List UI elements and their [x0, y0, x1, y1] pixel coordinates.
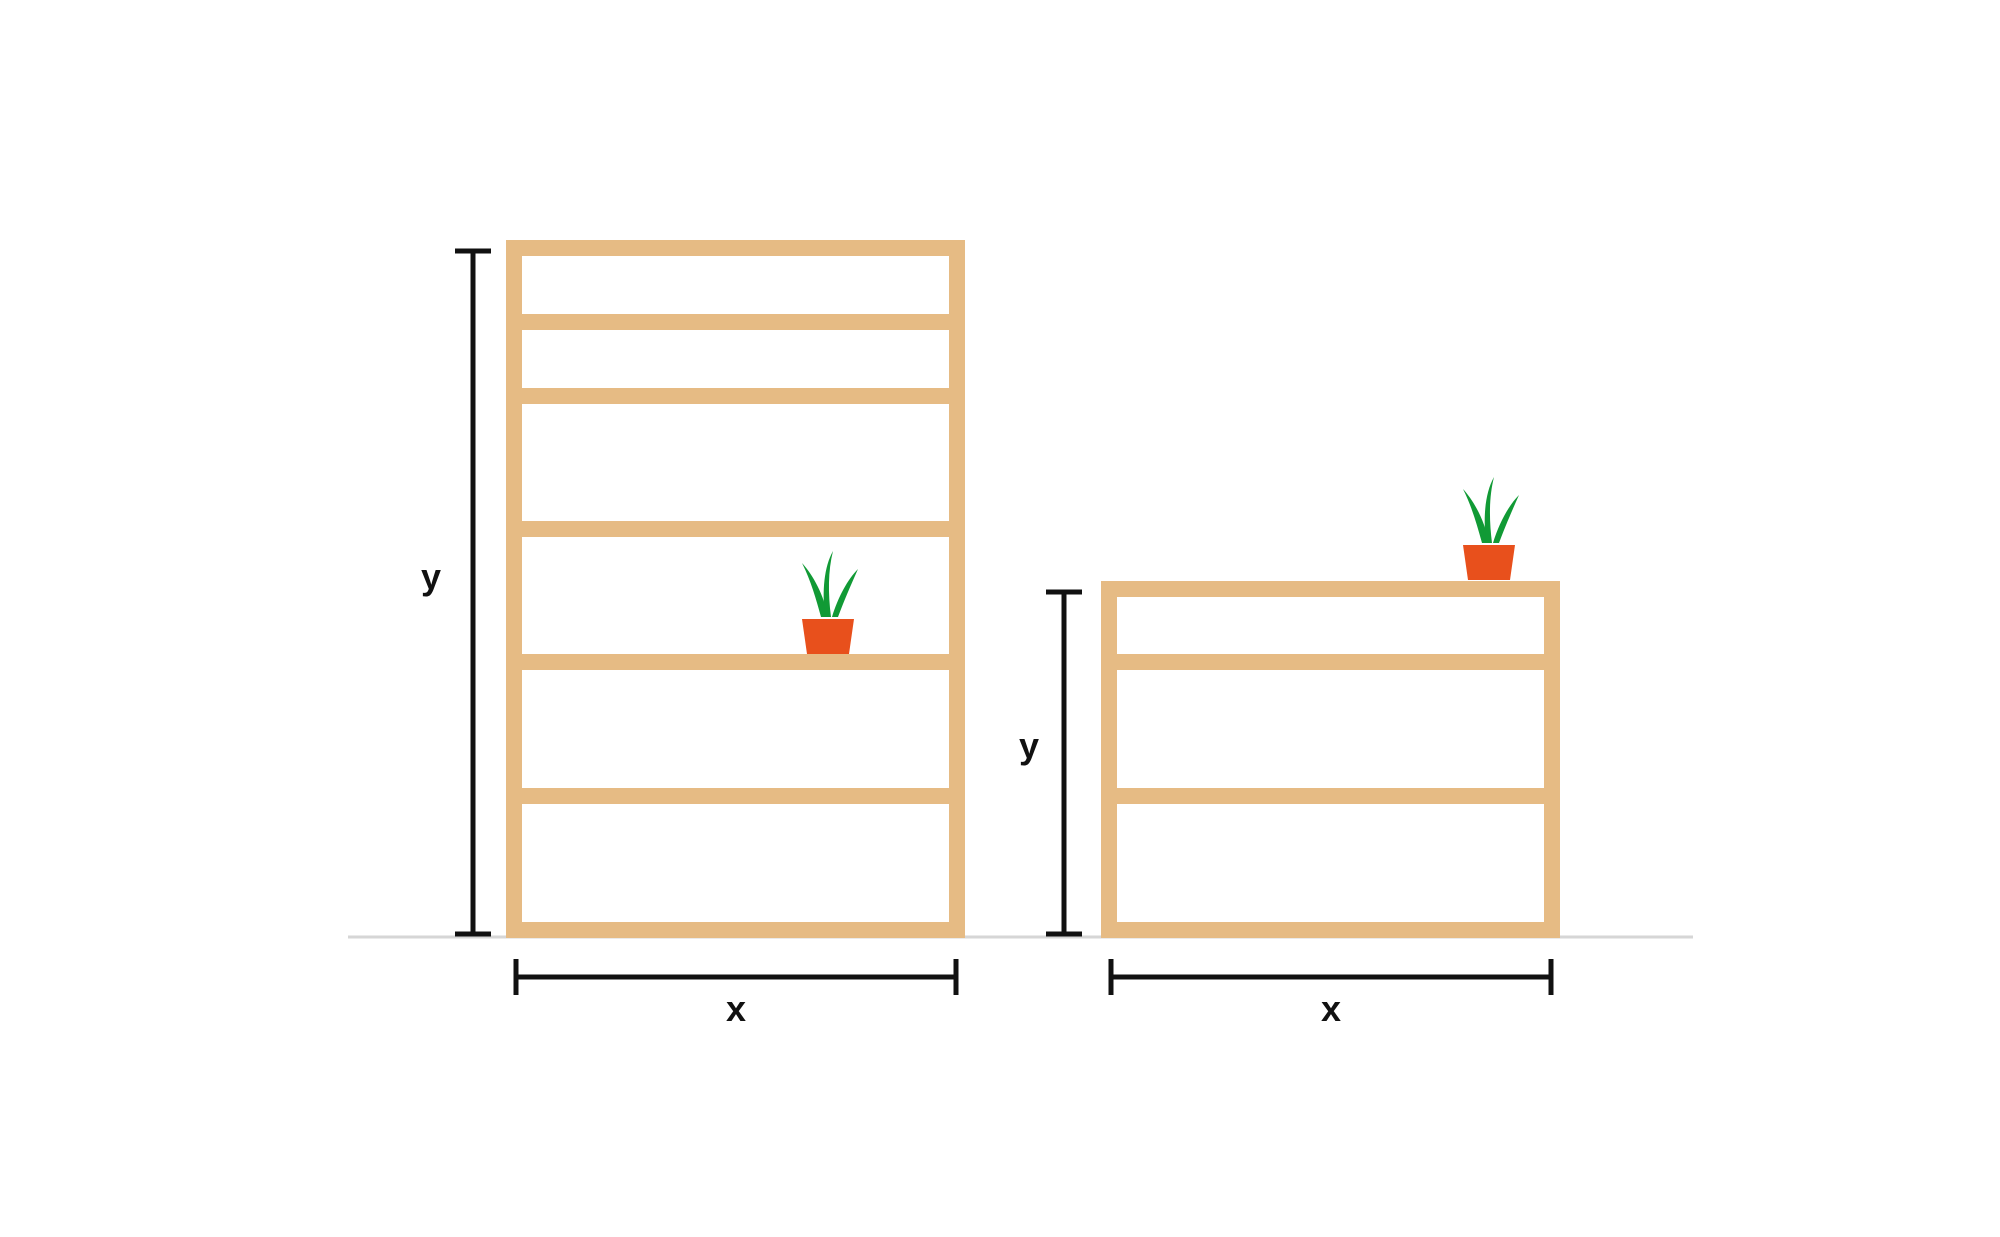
tall-shelf-height-label: y [421, 556, 441, 597]
tall-shelf-board-5 [514, 788, 957, 804]
tall-shelf-width-dimension: x [513, 959, 959, 1029]
tall-shelf-height-dimension: y [421, 248, 491, 937]
tall-bookshelf [506, 240, 965, 938]
short-shelf-width-label: x [1321, 988, 1341, 1029]
tall-shelf-width-label: x [726, 988, 746, 1029]
short-shelf-height-label: y [1019, 725, 1039, 766]
tall-shelf-frame [506, 240, 965, 938]
tall-shelf-board-1 [514, 314, 957, 330]
short-shelf-board-2 [1109, 788, 1552, 804]
potted-plant-icon [802, 551, 858, 654]
tall-shelf-board-4 [514, 654, 957, 670]
short-shelf-board-1 [1109, 654, 1552, 670]
short-shelf-height-dimension: y [1019, 589, 1082, 937]
short-bookshelf [1101, 477, 1560, 938]
tall-shelf-board-3 [514, 521, 957, 537]
short-shelf-frame [1101, 581, 1560, 938]
potted-plant-icon [1463, 477, 1519, 580]
short-shelf-width-dimension: x [1108, 959, 1554, 1029]
tall-shelf-board-2 [514, 388, 957, 404]
